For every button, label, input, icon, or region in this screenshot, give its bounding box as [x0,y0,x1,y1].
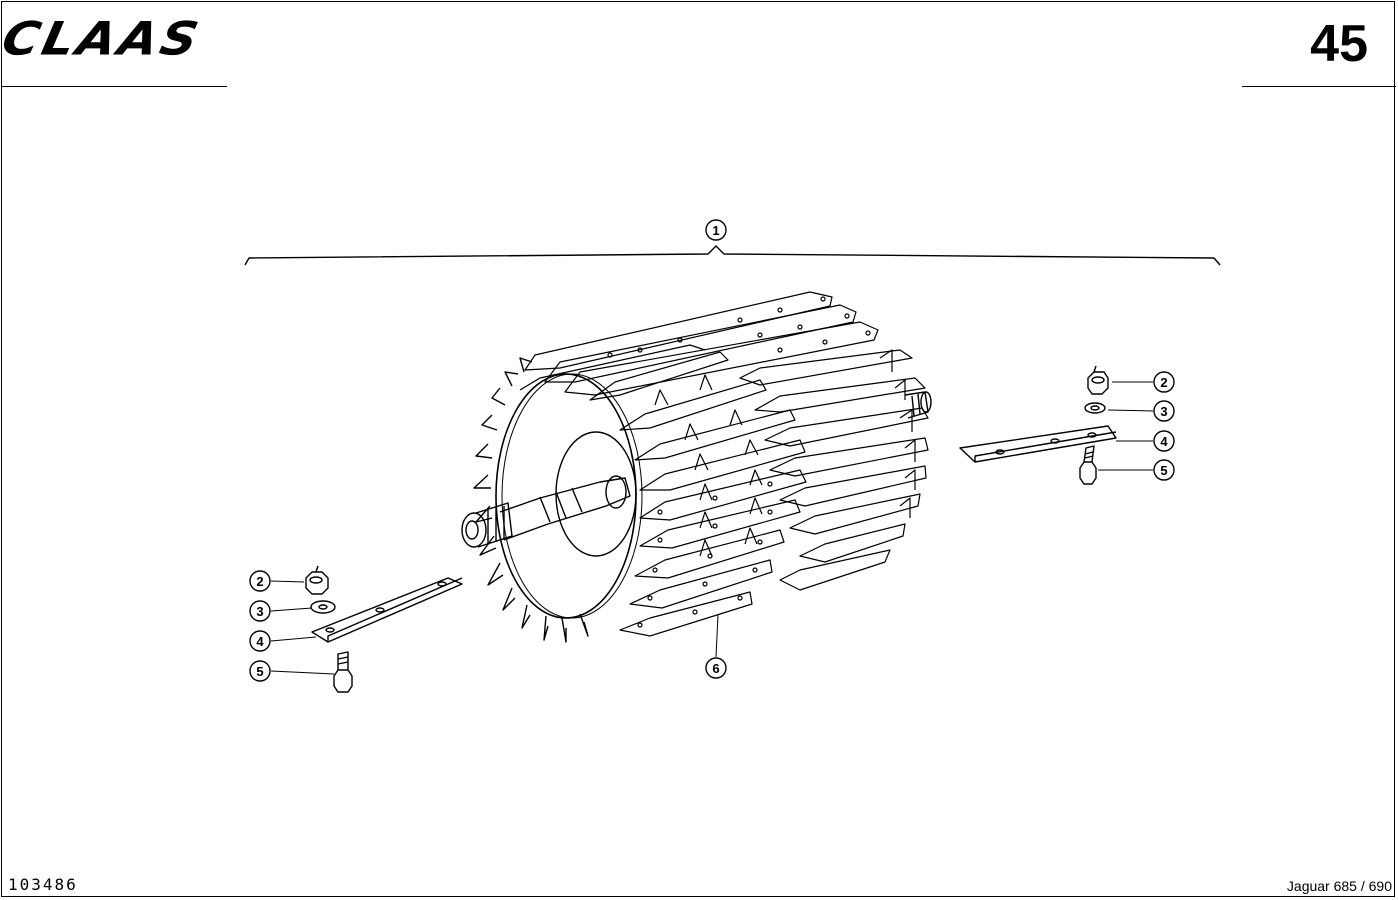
header-rule-right [1242,86,1396,87]
svg-text:3: 3 [1160,404,1167,419]
leader-lines [270,381,1154,675]
svg-text:4: 4 [256,634,264,649]
svg-text:4: 4 [1160,434,1168,449]
callout-assembly: 1 [705,219,727,241]
callout-drum-bar: 6 [705,657,727,679]
callout-right-knife: 4 [1153,430,1175,452]
svg-text:2: 2 [1160,375,1167,390]
svg-text:5: 5 [1160,463,1167,478]
model-label: Jaguar 685 / 690 [1286,878,1392,894]
drum-front-bars [589,351,807,637]
left-hardware [305,565,463,693]
page-number: 45 [1310,15,1368,73]
callout-left-washer: 3 [249,600,271,622]
callout-right-bolt: 5 [1153,459,1175,481]
assembly-bracket [244,245,1221,266]
callout-left-bolt: 5 [249,660,271,682]
svg-text:6: 6 [712,661,719,676]
drum-back-bars [519,291,879,396]
drum-shaft [461,391,932,548]
drawing-number: 103486 [8,875,78,894]
drum-side-bars [739,349,929,591]
header-rule-left [1,86,227,87]
drum-end-disc [473,357,643,643]
svg-text:2: 2 [256,574,263,589]
svg-text:1: 1 [712,223,719,238]
svg-text:3: 3 [256,604,263,619]
callout-left-nut: 2 [249,570,271,592]
callout-right-nut: 2 [1153,371,1175,393]
callout-left-knife: 4 [249,630,271,652]
svg-text:5: 5 [256,664,263,679]
right-hardware [959,365,1117,485]
callout-right-washer: 3 [1153,400,1175,422]
